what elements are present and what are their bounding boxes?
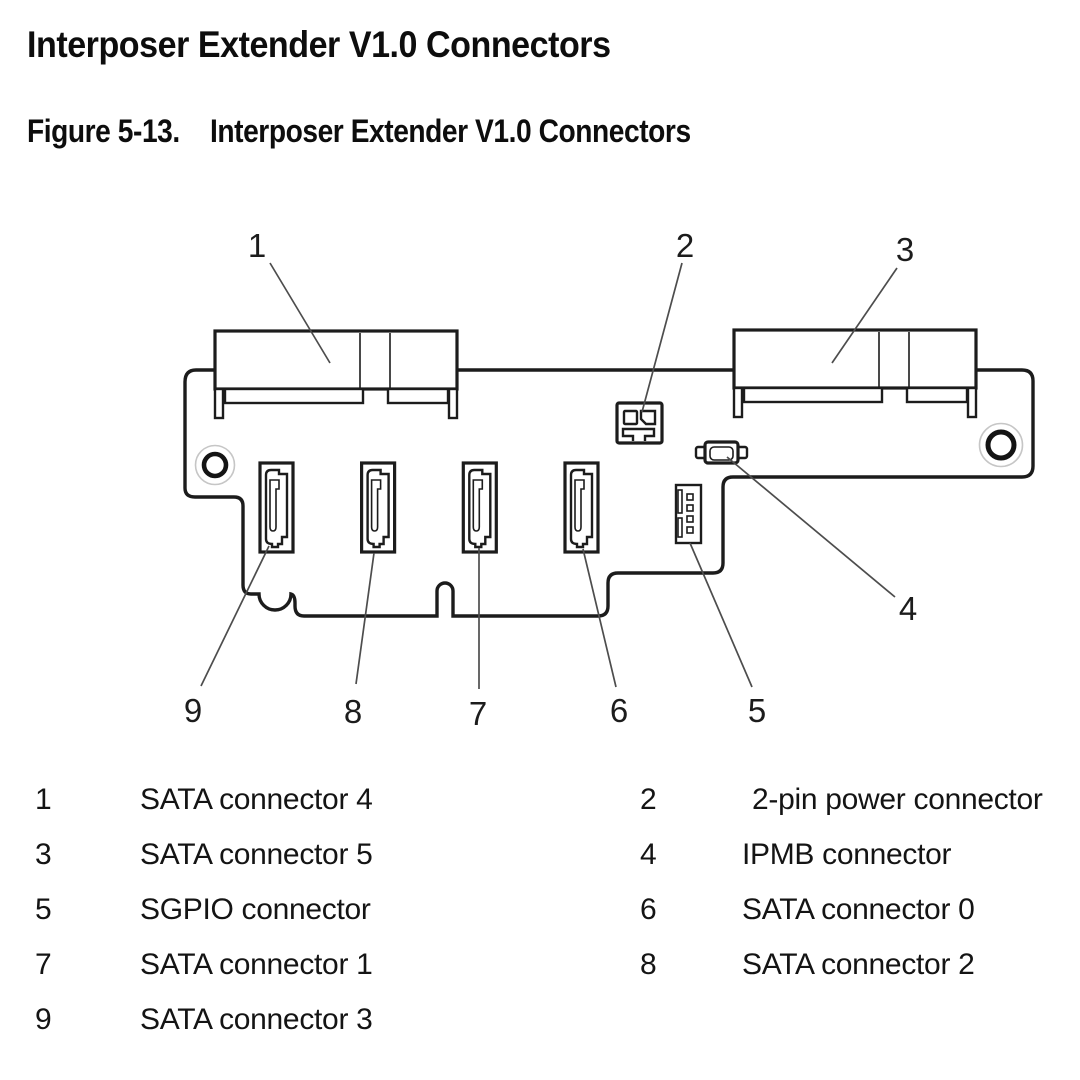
board-outline xyxy=(183,368,1035,618)
legend: 1 SATA connector 4 2 2-pin power connect… xyxy=(0,772,1080,1047)
callout-4: 4 xyxy=(899,590,917,627)
callout-line-2 xyxy=(641,262,683,413)
connector-diagram: 1 2 3 4 5 6 7 8 9 xyxy=(183,227,1035,732)
callout-line-9 xyxy=(200,545,270,687)
callout-5: 5 xyxy=(748,692,766,729)
callout-line-6 xyxy=(582,548,617,688)
legend-row: 1 SATA connector 4 2 2-pin power connect… xyxy=(0,772,1080,827)
mounting-hole-right xyxy=(978,422,1024,468)
legend-num-3: 3 xyxy=(35,838,52,871)
legend-num-7: 7 xyxy=(35,948,52,981)
legend-row: 9 SATA connector 3 xyxy=(0,992,1080,1047)
callout-3: 3 xyxy=(896,231,914,268)
callout-8: 8 xyxy=(344,693,362,730)
figure-title: Interposer Extender V1.0 Connectors xyxy=(210,113,691,149)
ipmb-connector xyxy=(694,440,749,465)
mounting-hole-left xyxy=(194,444,236,486)
legend-num-1: 1 xyxy=(35,783,52,816)
legend-label-3: SATA connector 5 xyxy=(140,838,373,871)
sgpio-connector xyxy=(674,483,703,545)
callout-7: 7 xyxy=(469,695,487,732)
sata-connector-1 xyxy=(461,461,498,554)
callout-line-4 xyxy=(726,456,896,598)
sata-connector-2 xyxy=(360,461,397,554)
legend-label-6: SATA connector 0 xyxy=(742,893,975,926)
legend-num-4: 4 xyxy=(640,838,657,871)
legend-num-2: 2 xyxy=(640,783,657,816)
callout-6: 6 xyxy=(610,692,628,729)
callout-1: 1 xyxy=(248,227,266,264)
sata-connector-3 xyxy=(258,461,295,554)
legend-label-9: SATA connector 3 xyxy=(140,1003,373,1036)
page-title: Interposer Extender V1.0 Connectors xyxy=(27,24,611,65)
legend-row: 3 SATA connector 5 4 IPMB connector xyxy=(0,827,1080,882)
legend-num-5: 5 xyxy=(35,893,52,926)
figure-caption: Figure 5-13. Interposer Extender V1.0 Co… xyxy=(0,113,1080,153)
legend-num-9: 9 xyxy=(35,1003,52,1036)
callout-line-8 xyxy=(355,552,375,685)
callout-lines xyxy=(200,262,898,689)
figure-label: Figure 5-13. xyxy=(27,113,180,149)
callout-2: 2 xyxy=(676,227,694,264)
legend-row: 7 SATA connector 1 8 SATA connector 2 xyxy=(0,937,1080,992)
legend-label-7: SATA connector 1 xyxy=(140,948,373,981)
legend-label-8: SATA connector 2 xyxy=(742,948,975,981)
legend-label-4: IPMB connector xyxy=(742,838,952,871)
legend-num-6: 6 xyxy=(640,893,657,926)
callout-line-5 xyxy=(689,542,753,688)
power-connector-2pin xyxy=(615,401,664,445)
callout-line-1 xyxy=(269,262,331,364)
legend-label-1: SATA connector 4 xyxy=(140,783,373,816)
callout-line-3 xyxy=(831,267,898,364)
legend-row: 5 SGPIO connector 6 SATA connector 0 xyxy=(0,882,1080,937)
callout-9: 9 xyxy=(184,692,202,729)
legend-num-8: 8 xyxy=(640,948,657,981)
legend-label-2: 2-pin power connector xyxy=(752,783,1043,816)
callout-numbers: 1 2 3 4 5 6 7 8 9 xyxy=(184,227,917,732)
sata-connector-0 xyxy=(563,461,600,554)
legend-label-5: SGPIO connector xyxy=(140,893,371,926)
